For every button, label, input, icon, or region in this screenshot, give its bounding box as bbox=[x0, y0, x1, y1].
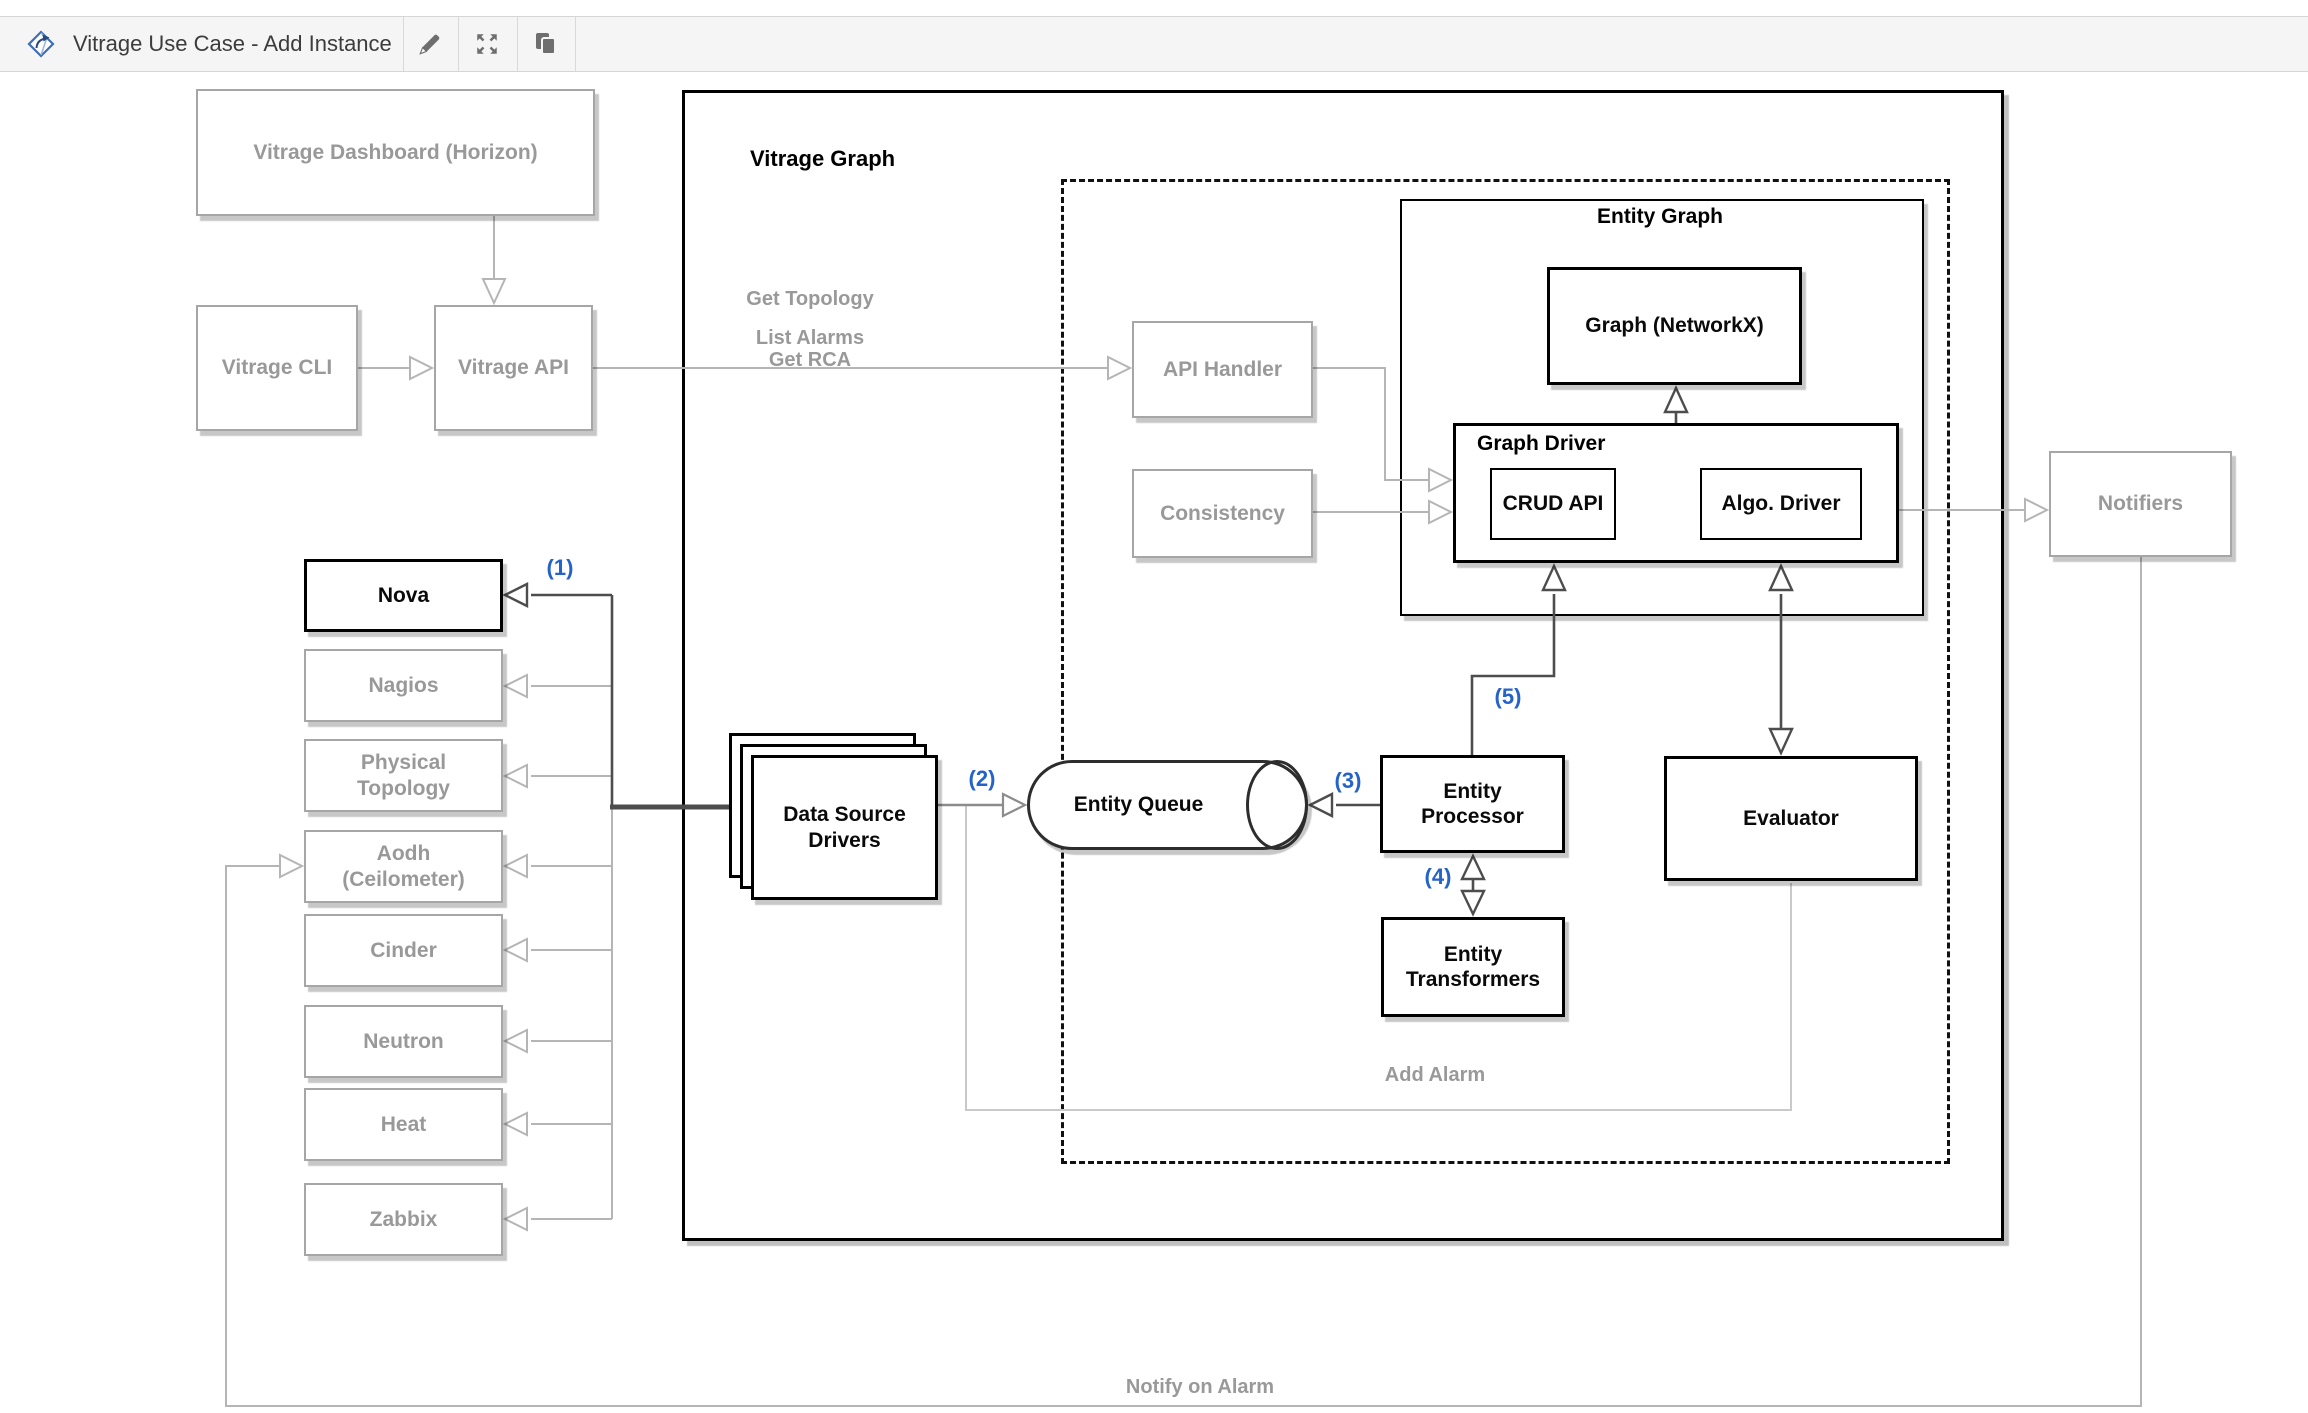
flow-label-list-alarms: List Alarms bbox=[755, 327, 865, 349]
step-marker-5: (5) bbox=[1494, 684, 1522, 709]
node-source-nova: Nova bbox=[304, 559, 503, 632]
toolbar-separator bbox=[403, 17, 404, 71]
node-source-nagios: Nagios bbox=[304, 649, 503, 722]
node-label: Neutron bbox=[363, 1029, 444, 1053]
pencil-icon bbox=[419, 34, 440, 55]
node-label: Cinder bbox=[370, 938, 437, 962]
copy-icon bbox=[536, 33, 556, 55]
node-algo-driver: Algo. Driver bbox=[1700, 468, 1862, 540]
node-label: Nova bbox=[377, 583, 430, 607]
node-label: Entity Queue bbox=[1073, 793, 1204, 816]
vitrage-graph-label: Vitrage Graph bbox=[750, 146, 896, 171]
entity-graph-label: Entity Graph bbox=[1596, 205, 1723, 228]
toolbar-separator bbox=[517, 17, 518, 71]
node-label: Vitrage Dashboard (Horizon) bbox=[253, 140, 538, 164]
node-vitrage-cli: Vitrage CLI bbox=[196, 305, 358, 431]
node-source-zabbix: Zabbix bbox=[304, 1183, 503, 1256]
node-vitrage-api: Vitrage API bbox=[434, 305, 593, 431]
queue-cap-ellipse bbox=[1246, 760, 1308, 850]
node-label: API Handler bbox=[1162, 357, 1283, 381]
node-entity-queue: Entity Queue bbox=[1027, 760, 1308, 850]
node-label: Vitrage API bbox=[458, 356, 569, 380]
node-entity-processor: Entity Processor bbox=[1380, 755, 1565, 853]
toolbar-separator bbox=[575, 17, 576, 71]
node-api-handler: API Handler bbox=[1132, 321, 1313, 418]
copy-button[interactable] bbox=[526, 24, 566, 64]
graph-driver-label: Graph Driver bbox=[1477, 432, 1606, 455]
node-notifiers: Notifiers bbox=[2049, 451, 2232, 557]
step-marker-2: (2) bbox=[968, 766, 996, 791]
node-source-neutron: Neutron bbox=[304, 1005, 503, 1078]
node-evaluator: Evaluator bbox=[1664, 756, 1918, 881]
node-graph-networkx: Graph (NetworkX) bbox=[1547, 267, 1802, 385]
node-label: CRUD API bbox=[1502, 492, 1604, 516]
toolbar: Vitrage Use Case - Add Instance bbox=[0, 16, 2308, 72]
node-vitrage-dashboard: Vitrage Dashboard (Horizon) bbox=[196, 89, 595, 216]
node-label: Aodh (Ceilometer) bbox=[342, 842, 465, 891]
node-label: Entity Processor bbox=[1421, 779, 1524, 828]
fullscreen-button[interactable] bbox=[467, 24, 507, 64]
edit-button[interactable] bbox=[410, 24, 450, 64]
node-label: Zabbix bbox=[369, 1207, 438, 1231]
step-marker-1: (1) bbox=[546, 555, 574, 580]
node-crud-api: CRUD API bbox=[1490, 468, 1616, 540]
step-marker-3: (3) bbox=[1334, 768, 1362, 793]
node-label: Entity Transformers bbox=[1405, 942, 1541, 991]
node-label: Physical Topology bbox=[357, 751, 450, 800]
flow-label-get-topology: Get Topology bbox=[746, 288, 874, 310]
diagram-title: Vitrage Use Case - Add Instance bbox=[73, 31, 392, 56]
node-source-cinder: Cinder bbox=[304, 914, 503, 987]
node-label: Consistency bbox=[1160, 501, 1285, 525]
toolbar-separator bbox=[458, 17, 459, 71]
node-label: Heat bbox=[380, 1112, 427, 1136]
node-label: Data Source Drivers bbox=[783, 803, 906, 852]
flow-label-notify-on-alarm: Notify on Alarm bbox=[1125, 1376, 1275, 1398]
node-consistency: Consistency bbox=[1132, 469, 1313, 558]
step-marker-4: (4) bbox=[1424, 864, 1452, 889]
expand-icon bbox=[477, 34, 497, 54]
node-data-source-drivers: Data Source Drivers bbox=[751, 755, 938, 900]
node-label: Vitrage CLI bbox=[221, 356, 333, 380]
node-label: Evaluator bbox=[1743, 806, 1839, 830]
node-entity-transformers: Entity Transformers bbox=[1381, 917, 1565, 1017]
diamond-logo-icon bbox=[27, 30, 55, 58]
flow-label-get-rca: Get RCA bbox=[768, 349, 852, 371]
node-label: Graph (NetworkX) bbox=[1585, 314, 1764, 338]
node-label: Notifiers bbox=[2097, 492, 2184, 516]
node-label: Algo. Driver bbox=[1721, 492, 1841, 516]
node-source-aodh-ceilometer: Aodh (Ceilometer) bbox=[304, 830, 503, 903]
flow-label-add-alarm: Add Alarm bbox=[1384, 1064, 1486, 1086]
node-label: Nagios bbox=[368, 673, 439, 697]
node-source-physical-topology: Physical Topology bbox=[304, 739, 503, 812]
node-source-heat: Heat bbox=[304, 1088, 503, 1161]
